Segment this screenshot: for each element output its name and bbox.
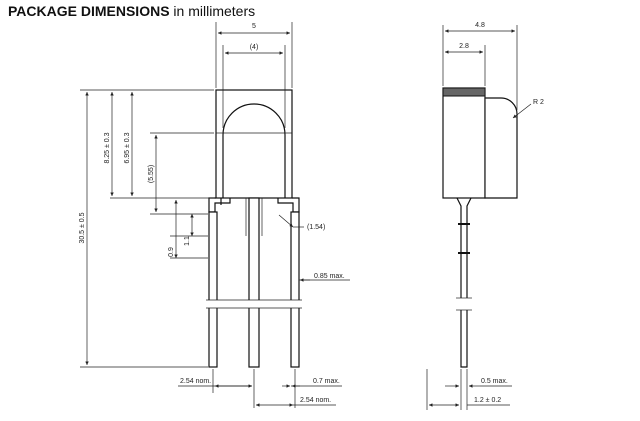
dim-radius: R 2 [512, 99, 544, 119]
dim-lead-bend-label: (1.54) [307, 224, 325, 231]
dim-h2-label: 6.95 ± 0.3 [124, 132, 131, 163]
dim-h3-label: (5.55) [148, 165, 155, 183]
dim-pitch-1: 2.54 nom. [178, 378, 252, 388]
title-bold: PACKAGE DIMENSIONS [8, 3, 170, 19]
side-body [442, 87, 486, 199]
dim-h1-label: 8.25 ± 0.3 [104, 132, 111, 163]
dim-lead-bend: (1.54) [278, 214, 325, 231]
dim-side-thickness-label: 0.5 max. [481, 378, 508, 385]
lead-left-bend [208, 197, 231, 213]
dim-h3: (5.55) [148, 135, 158, 212]
dim-pitch-2: 2.54 nom. [256, 397, 336, 407]
dim-lead-b: 1.1 [184, 214, 194, 246]
dim-pitch-2-label: 2.54 nom. [300, 397, 331, 404]
side-view [442, 87, 518, 368]
dim-lead-a-label: 0.9 [168, 247, 175, 257]
dim-width: 5 [215, 22, 293, 88]
dim-lead-width: 0.85 max. [299, 273, 350, 282]
title-rest: in millimeters [169, 3, 256, 19]
dim-lead-a: 0.9 [168, 200, 178, 258]
dim-width-paren-label: (4) [250, 44, 259, 51]
dim-side-bottom-label: 1.2 ± 0.2 [474, 397, 501, 404]
dim-lead-thickness-label: 0.7 max. [313, 378, 340, 385]
dim-width-paren: (4) [222, 44, 286, 128]
dim-side-width-label: 4.8 [475, 22, 485, 29]
side-lead [456, 197, 472, 368]
lead-center [248, 197, 260, 368]
dim-side-thickness: 0.5 max. [445, 378, 512, 388]
dim-side-width-2-label: 2.8 [459, 43, 469, 50]
dim-total-length: 30.5 ± 0.5 [79, 92, 89, 365]
front-body [215, 89, 293, 199]
dim-width-label: 5 [252, 23, 256, 30]
dim-side-bottom: 1.2 ± 0.2 [429, 397, 510, 407]
side-lens [484, 97, 518, 199]
front-view [200, 89, 310, 368]
dim-h1: 8.25 ± 0.3 [104, 92, 114, 196]
page-title: PACKAGE DIMENSIONS in millimeters [8, 3, 255, 19]
dim-total-length-label: 30.5 ± 0.5 [79, 212, 86, 243]
dim-lead-width-label: 0.85 max. [314, 273, 345, 280]
lead-left [208, 211, 218, 368]
dim-lead-thickness: 0.7 max. [282, 378, 342, 388]
front-lens [222, 103, 286, 198]
dim-radius-label: R 2 [533, 99, 544, 106]
lead-right [290, 211, 300, 368]
dim-side-width-2: 2.8 [445, 43, 486, 86]
dim-lead-b-label: 1.1 [184, 236, 191, 246]
dim-pitch-1-label: 2.54 nom. [180, 378, 211, 385]
dim-side-width: 4.8 [442, 22, 518, 110]
dim-h2: 6.95 ± 0.3 [124, 92, 134, 196]
side-top-strip [442, 87, 486, 97]
lead-right-bend [277, 197, 300, 213]
